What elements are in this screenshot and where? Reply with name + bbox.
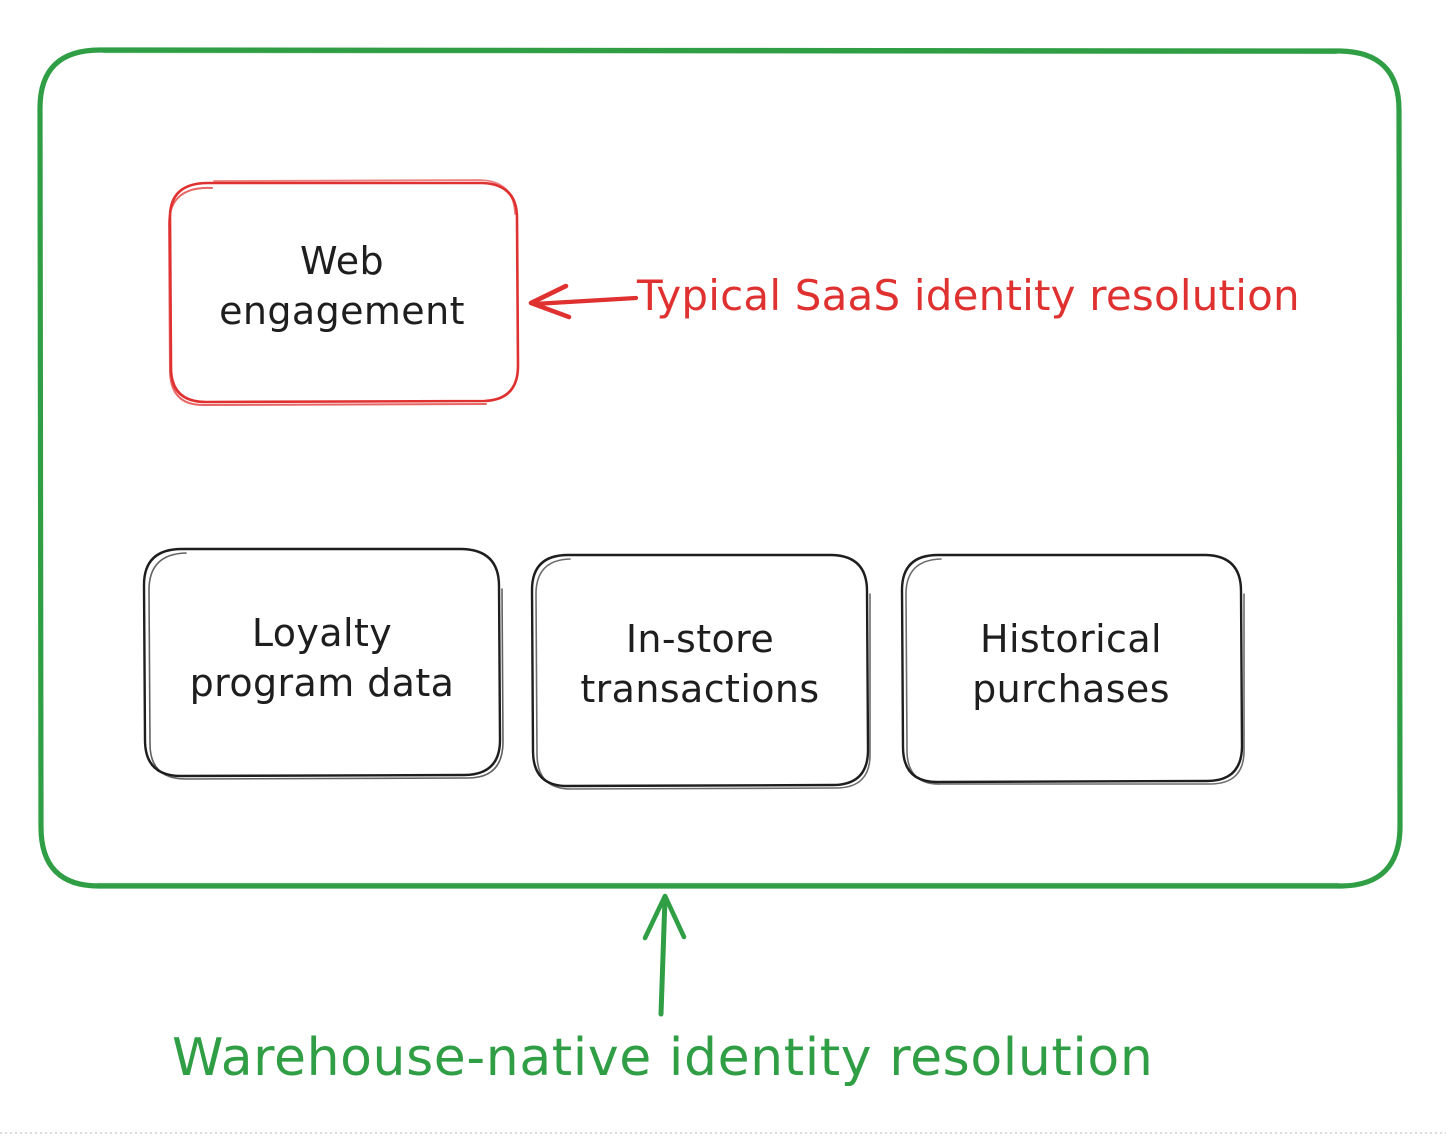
loyalty-program-data-label: Loyalty program data	[189, 611, 455, 706]
in-store-transactions-label: In-store transactions	[580, 617, 820, 712]
typical-saas-arrow-icon	[528, 283, 639, 320]
warehouse-container-outline	[37, 47, 1403, 889]
bottom-dotted-divider	[0, 1132, 1446, 1134]
warehouse-native-annotation-text: Warehouse-native identity resolution	[172, 1028, 1154, 1088]
historical-purchases-label: Historical purchases	[972, 617, 1170, 712]
typical-saas-annotation-text: Typical SaaS identity resolution	[637, 271, 1300, 320]
web-engagement-label: Web engagement	[219, 239, 465, 334]
warehouse-native-arrow-icon	[642, 893, 687, 1017]
